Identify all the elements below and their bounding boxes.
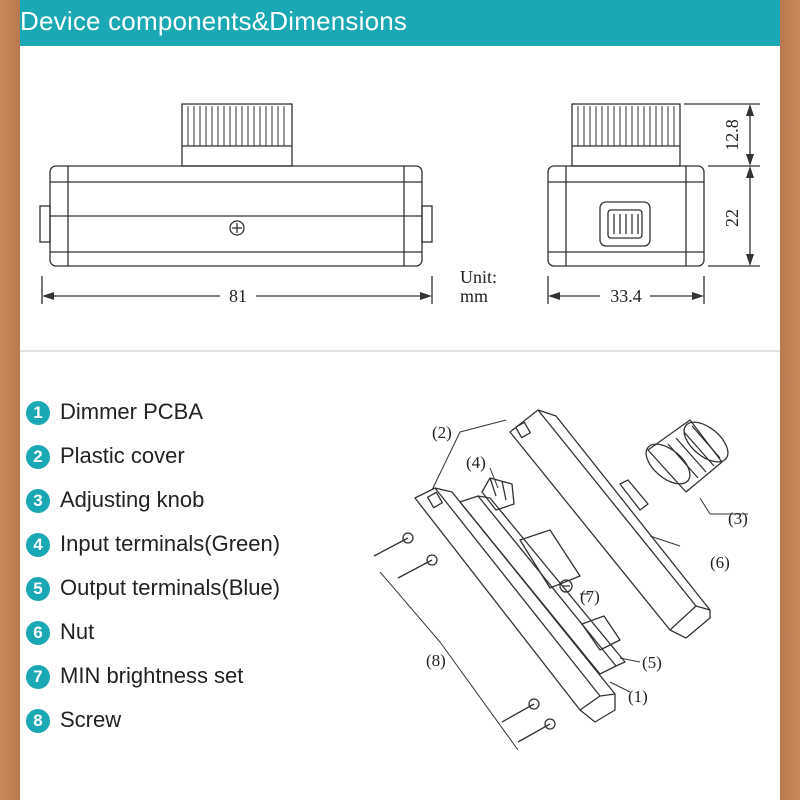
dim-width: 33.4 [610, 286, 642, 306]
legend-label: Dimmer PCBA [60, 399, 204, 424]
pcba-board [459, 477, 626, 675]
legend-label: Plastic cover [60, 443, 185, 468]
legend-item: 2 Plastic cover [26, 442, 386, 472]
header-banner: Device components&Dimensions [20, 0, 780, 46]
unit-label: Unit: [460, 267, 498, 287]
callout-6: (6) [710, 553, 730, 572]
legend-item: 5 Output terminals(Blue) [26, 574, 386, 604]
legend-number-badge: 4 [26, 533, 50, 557]
unit-value: mm [460, 286, 489, 306]
exploded-view: (2) (4) (3) (6) (7) (5) (1) (8) [373, 409, 748, 751]
callout-3: (3) [728, 509, 748, 528]
dimension-drawings: 81 33.4 12.8 22 [39, 103, 760, 306]
callout-lines [379, 419, 748, 751]
callout-2: (2) [432, 423, 452, 442]
legend-item: 1 Dimmer PCBA [26, 398, 386, 428]
legend-item: 6 Nut [26, 618, 386, 648]
callout-5: (5) [642, 653, 662, 672]
legend-number-badge: 2 [26, 445, 50, 469]
dim-length: 81 [229, 286, 247, 306]
product-card: Device components&Dimensions [20, 0, 780, 800]
dim-body-height: 22 [722, 209, 742, 227]
callout-8: (8) [426, 651, 446, 670]
legend-number-badge: 5 [26, 577, 50, 601]
legend-item: 7 MIN brightness set [26, 662, 386, 692]
legend-label: Screw [60, 707, 122, 732]
nut-part [619, 479, 649, 511]
header-title: Device components&Dimensions [20, 6, 408, 36]
legend-label: Input terminals(Green) [60, 531, 281, 556]
section-divider [20, 350, 780, 352]
side-view [547, 103, 705, 267]
screws [373, 532, 556, 743]
front-knob-ribs [187, 106, 285, 146]
back-cover [509, 409, 711, 639]
legend-label: Adjusting knob [60, 487, 205, 512]
legend-number-badge: 7 [26, 665, 50, 689]
dim-knob-height: 12.8 [722, 119, 742, 151]
legend-label: Nut [60, 619, 95, 644]
legend-label: Output terminals(Blue) [60, 575, 281, 600]
legend-number-badge: 8 [26, 709, 50, 733]
adjusting-knob [645, 419, 729, 493]
callout-1: (1) [628, 687, 648, 706]
side-knob-ribs [577, 106, 675, 146]
legend-number-badge: 6 [26, 621, 50, 645]
callout-4: (4) [466, 453, 486, 472]
legend-item: 8 Screw [26, 706, 386, 736]
legend-item: 3 Adjusting knob [26, 486, 386, 516]
legend-label: MIN brightness set [60, 663, 244, 688]
legend-number-badge: 1 [26, 401, 50, 425]
legend-number-badge: 3 [26, 489, 50, 513]
callout-7: (7) [580, 587, 600, 606]
legend-item: 4 Input terminals(Green) [26, 530, 386, 560]
